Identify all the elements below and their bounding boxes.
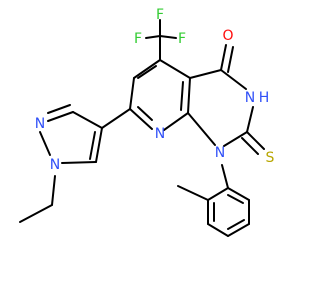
bond-c4a-c4 — [189, 69, 222, 79]
bond-n1-c8a — [187, 112, 216, 146]
bond-c5-c4a — [159, 59, 191, 79]
bond-ar6 — [227, 187, 250, 201]
bond-n1-aryl — [221, 164, 229, 189]
bond-c7-pyrazole — [101, 108, 131, 129]
bond-ethyl-1 — [51, 175, 56, 206]
nitrogen-pyridine-label: N — [155, 126, 165, 142]
bond-c8a-c4a-double — [180, 81, 184, 111]
bond-c7-n8 — [129, 108, 153, 130]
bond-pz-n2-n1 — [39, 131, 51, 156]
structure-canvas: F F F O N H S N N N N — [19, 7, 275, 237]
bond-ar6-double — [227, 194, 244, 204]
bond-pz-c3-n2 — [47, 111, 74, 122]
bond-c4-o — [220, 44, 227, 71]
molecule-diagram: F F F O N H S N N N N — [19, 7, 275, 237]
bond-pz-n1-c5 — [61, 161, 97, 164]
bond-c7-n8-double — [137, 106, 153, 121]
bond-c8a-c4a — [187, 77, 191, 114]
atom-labels: F F F O N H S N N N N — [35, 7, 275, 173]
nitrogen-pyrazole-n1-label: N — [50, 157, 60, 173]
bond-ar4-double — [227, 219, 245, 230]
bond-pz-c4-c5-double — [89, 131, 96, 160]
fluorine-top-label: F — [156, 7, 164, 23]
bond-n8-c8a — [163, 112, 189, 131]
bond-c2-s-double — [241, 137, 259, 155]
bond-c2-s — [246, 131, 265, 150]
nitrogen-nh-label: N — [245, 90, 255, 106]
bond-methyl — [177, 185, 209, 201]
bond-ar1 — [207, 187, 229, 201]
bond-c2-n1 — [223, 131, 248, 147]
nitrogen-pyrazole-n2-label: N — [35, 116, 45, 132]
bond-ethyl-2 — [19, 204, 53, 223]
bond-c-f-left — [145, 35, 161, 39]
bond-c-f-right — [159, 35, 177, 39]
bond-pz-c4-c5 — [95, 127, 103, 163]
oxygen-label: O — [222, 28, 233, 44]
bond-c4-o-double — [227, 46, 234, 73]
bond-ar3 — [207, 223, 229, 237]
bond-c5-c6-double — [137, 65, 157, 79]
bond-c6-c7 — [129, 77, 135, 110]
nitrogen-n1-label: N — [215, 145, 225, 161]
hydrogen-label: H — [259, 90, 270, 106]
sulfur-label: S — [266, 150, 275, 166]
fluorine-right-label: F — [178, 31, 186, 47]
bond-c5-c6 — [133, 59, 161, 79]
bond-ar4 — [227, 223, 250, 237]
bond-pz-c3-n2-double — [47, 104, 71, 114]
bond-nh-c2 — [246, 106, 254, 133]
bond-pz-c4-c3 — [72, 111, 103, 129]
fluorine-left-label: F — [134, 31, 142, 47]
bond-c4-nh — [220, 69, 247, 90]
bonds — [19, 19, 265, 237]
